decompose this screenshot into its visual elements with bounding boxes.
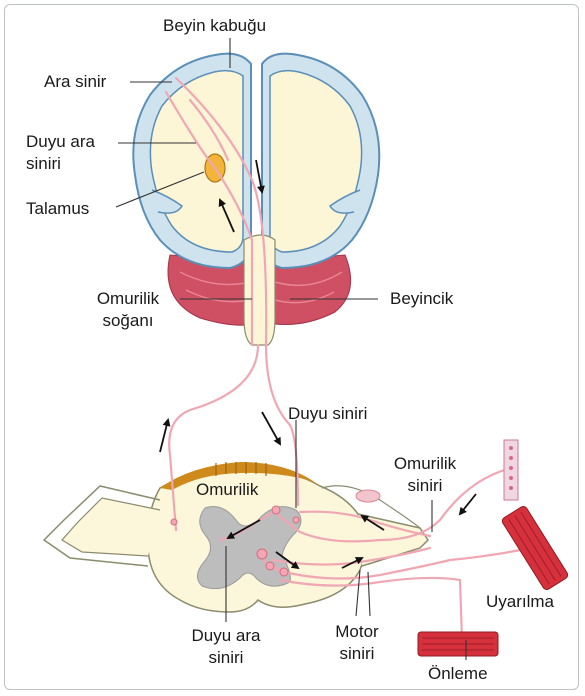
label-omurilik-siniri-line1: Omurilik — [385, 454, 465, 474]
arrow-ascending — [160, 420, 168, 452]
brainstem — [244, 235, 275, 345]
label-uyarilma: Uyarılma — [486, 592, 554, 612]
arrow-skin-in — [460, 494, 476, 514]
label-omurilik-sogani-line1: Omurilik — [88, 289, 168, 309]
label-duyu-siniri: Duyu siniri — [288, 404, 367, 424]
muscle-excitation — [501, 505, 569, 591]
label-onleme: Önleme — [428, 664, 488, 684]
label-omurilik-sogani-line2: soğanı — [88, 311, 168, 331]
label-duyu-ara-siniri-bottom-line2: siniri — [186, 648, 266, 668]
label-omurilik: Omurilik — [196, 480, 258, 500]
arrow-descending — [262, 412, 280, 444]
label-beyin-kabugu: Beyin kabuğu — [163, 16, 266, 36]
label-motor-siniri-line1: Motor — [322, 622, 392, 642]
muscle-inhibition — [418, 632, 498, 656]
label-duyu-ara-siniri-bottom-line1: Duyu ara — [186, 626, 266, 646]
dorsal-root-ganglion — [356, 490, 380, 502]
label-duyu-ara-siniri-top-line1: Duyu ara — [26, 132, 95, 152]
label-omurilik-siniri-line2: siniri — [385, 476, 465, 496]
label-duyu-ara-siniri-top-line2: siniri — [26, 154, 61, 174]
label-ara-sinir: Ara sinir — [44, 72, 106, 92]
label-motor-siniri-line2: siniri — [322, 644, 392, 664]
label-beyincik: Beyincik — [390, 289, 453, 309]
label-talamus: Talamus — [26, 199, 89, 219]
